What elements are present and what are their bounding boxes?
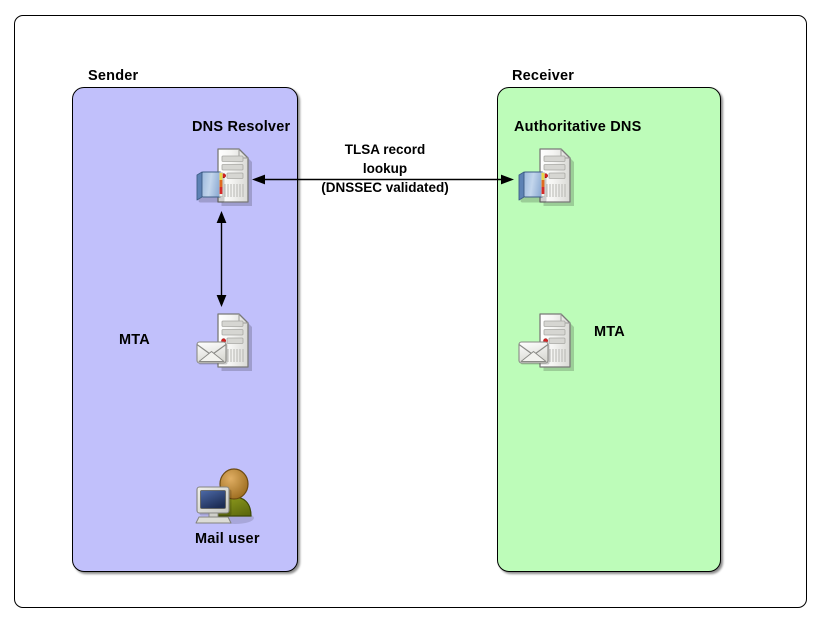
mail-server-icon: [515, 304, 578, 374]
connector-tlsa-lookup-arrow: [252, 171, 514, 188]
node-label-authoritative-dns: Authoritative DNS: [514, 119, 642, 135]
dns-server-icon: [515, 139, 578, 209]
zone-sender[interactable]: [72, 87, 298, 572]
dns-server-icon: [193, 139, 256, 209]
connector-label-line-3: (DNSSEC validated): [321, 180, 449, 195]
connector-label-line-1: TLSA record: [344, 142, 426, 157]
zone-sender-label: Sender: [88, 68, 139, 84]
mail-server-icon: [193, 304, 256, 374]
connector-resolver-mta-arrow: [212, 211, 231, 307]
mail-user-icon: [194, 466, 260, 528]
node-label-mail-user: Mail user: [195, 531, 260, 547]
connector-tlsa-lookup-label: TLSA record lookup (DNSSEC validated): [310, 140, 460, 197]
node-label-dns-resolver: DNS Resolver: [192, 119, 291, 135]
connector-label-line-2: lookup: [362, 161, 408, 176]
node-label-mta-receiver: MTA: [594, 324, 625, 340]
node-label-mta-sender: MTA: [119, 332, 150, 348]
zone-receiver-label: Receiver: [512, 68, 575, 84]
zone-receiver[interactable]: [497, 87, 721, 572]
